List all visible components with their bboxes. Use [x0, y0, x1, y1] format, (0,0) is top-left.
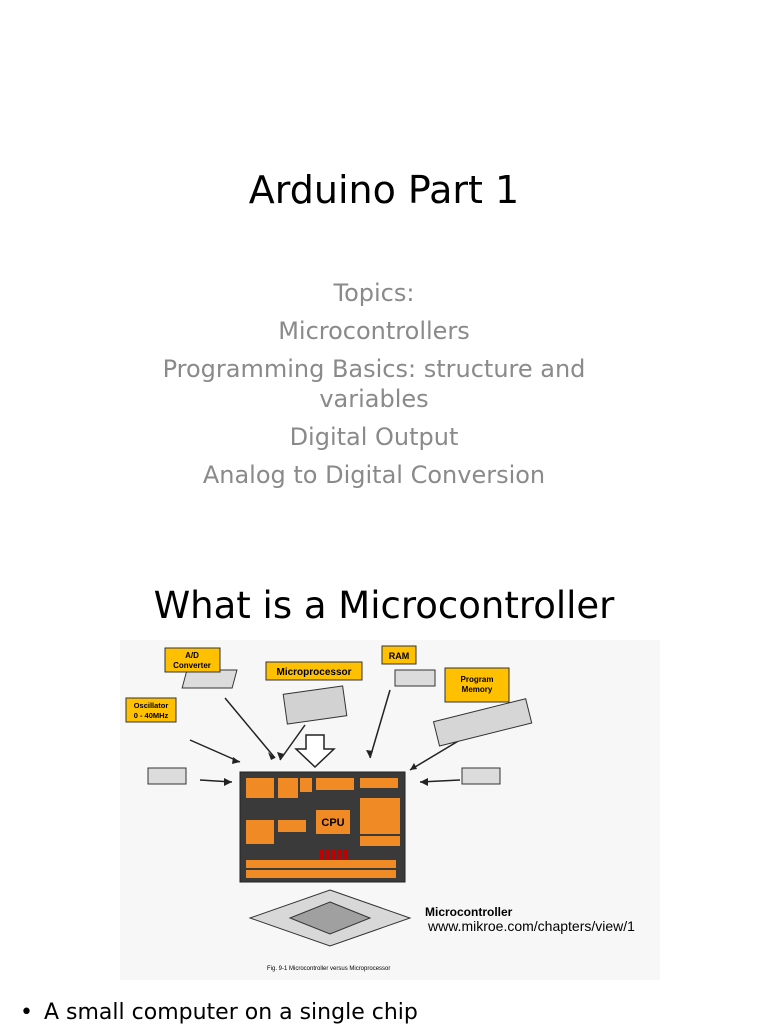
slide-title: Arduino Part 1 [248, 168, 520, 212]
topic-item: Microcontrollers [278, 317, 470, 345]
section-title: What is a Microcontroller [153, 584, 615, 627]
bullet-text: A small computer on a single chip [44, 1000, 418, 1025]
microcontroller-label: Microcontroller [425, 905, 513, 919]
svg-text:0 - 40MHz: 0 - 40MHz [134, 711, 169, 720]
svg-text:A/D: A/D [185, 651, 199, 660]
bullet-item: • A small computer on a single chip [20, 998, 418, 1028]
figure-caption: Fig. 9-1 Microcontroller versus Micropro… [267, 966, 390, 972]
source-link[interactable]: www.mikroe.com/chapters/view/1 [428, 918, 635, 934]
microprocessor-label: Microprocessor [276, 667, 351, 678]
topic-item: Programming Basics: structure and variab… [162, 355, 586, 413]
ad-converter-chip [181, 669, 238, 689]
svg-text:Program: Program [461, 675, 494, 684]
svg-text:RAM: RAM [389, 651, 410, 661]
microcontroller-figure: A/D Converter Microprocessor RAM Program… [120, 640, 660, 980]
topics-heading: Topics: [333, 279, 415, 307]
microcontroller-diagram: A/D Converter Microprocessor RAM Program… [120, 640, 660, 980]
topic-item: Digital Output [289, 423, 459, 451]
topic-item: Analog to Digital Conversion [202, 461, 546, 489]
topics-list: Topics: Microcontrollers Programming Bas… [140, 278, 608, 498]
svg-text:Converter: Converter [173, 661, 211, 670]
svg-text:CPU: CPU [321, 817, 344, 829]
svg-text:Memory: Memory [462, 685, 493, 694]
bullet-dot: • [20, 1000, 33, 1025]
svg-text:Oscillator: Oscillator [134, 701, 169, 710]
